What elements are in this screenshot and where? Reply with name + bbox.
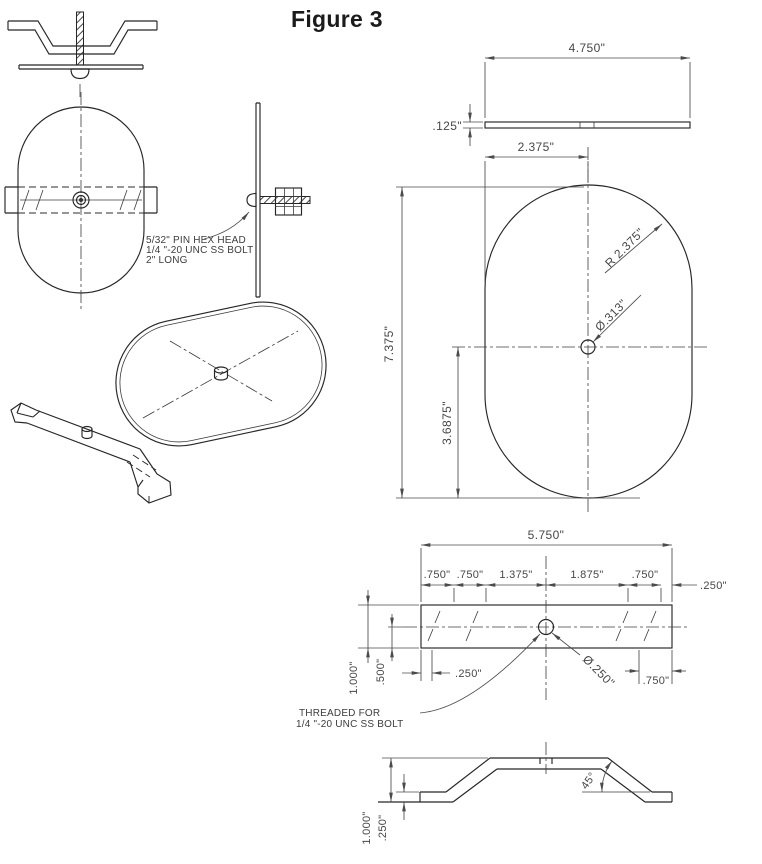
bolt-head [70,68,90,80]
center-hole [580,339,596,355]
dim-seg1: .750" [424,569,451,581]
pin-callout: 5/32" PIN HEX HEAD 1/4 "-20 UNC SS BOLT … [146,211,253,266]
oval-plate-outline [484,184,693,499]
dim-seg5: .750" [632,569,659,581]
dim-seg2: .750" [457,569,484,581]
dim-seg4: 1.875" [570,569,603,581]
bracket-top-dim-view: 5.750" .750" .750" 1.375" 1.875" .750" .… [348,528,727,714]
dim-plate-height: 7.375" [382,326,396,363]
dim-bend-angle: 45° [579,770,599,791]
plate-side-dim-view: 4.750" .125" [432,41,691,146]
dim-end-offset: .250" [700,580,727,592]
dim-height: 1.000" [348,661,360,694]
pin-note-line1: 5/32" PIN HEX HEAD [146,235,246,246]
plate-top-view [4,92,158,310]
pin-note-line3: 2" LONG [146,255,188,266]
bolt-center [79,198,83,202]
dim-foot: .750" [643,675,670,687]
dim-half-width: 2.375" [518,140,555,154]
figure-title: Figure 3 [291,6,383,32]
dim-thickness: .250" [377,815,389,842]
dim-half-height: .500" [375,659,387,686]
pin-note-line2: 1/4 "-20 UNC SS BOLT [146,245,253,256]
iso-plate-view [115,301,327,447]
dim-overall: 5.750" [528,528,565,542]
dim-inset: .250" [455,668,482,680]
dim-hole-dia: Ø.313" [592,296,630,334]
threaded-hole [537,618,555,636]
plate-edge-view [255,102,261,298]
leader-line [203,211,250,240]
side-view-assembly [246,102,311,298]
bracket-profile-dim-view: 45° 1.000" .250" [361,742,673,845]
dim-seg3: 1.375" [499,569,532,581]
dim-plate-width: 4.750" [569,41,606,55]
bend-lines [21,189,142,211]
dim-hole-height: 3.6875" [440,401,454,445]
center-boss [213,366,229,374]
dim-profile-height: 1.000" [361,811,373,844]
thread-note-line1: THREADED FOR [299,708,380,719]
iso-bracket-view [10,402,172,504]
front-view-assembly [7,11,158,97]
bracket-section-block [274,187,303,216]
thread-note-line2: 1/4 "-20 UNC SS BOLT [296,719,403,730]
bolt-shank-hatched [259,196,311,204]
plate-edge [18,64,144,70]
dim-plate-thickness: .125" [432,119,462,133]
bolt-head [246,192,257,208]
plate-face-dim-view: 2.375" 7.375" 3.6875" R 2.375" Ø.313" [382,140,710,512]
bend-lines [427,610,657,642]
leader-line [419,633,541,714]
dim-hole-dia: Ø.250" [580,652,618,690]
thread-callout: THREADED FOR 1/4 "-20 UNC SS BOLT [296,708,403,730]
dim-end-radius: R 2.375" [602,225,647,270]
bolt-shank-hatched [76,11,84,66]
